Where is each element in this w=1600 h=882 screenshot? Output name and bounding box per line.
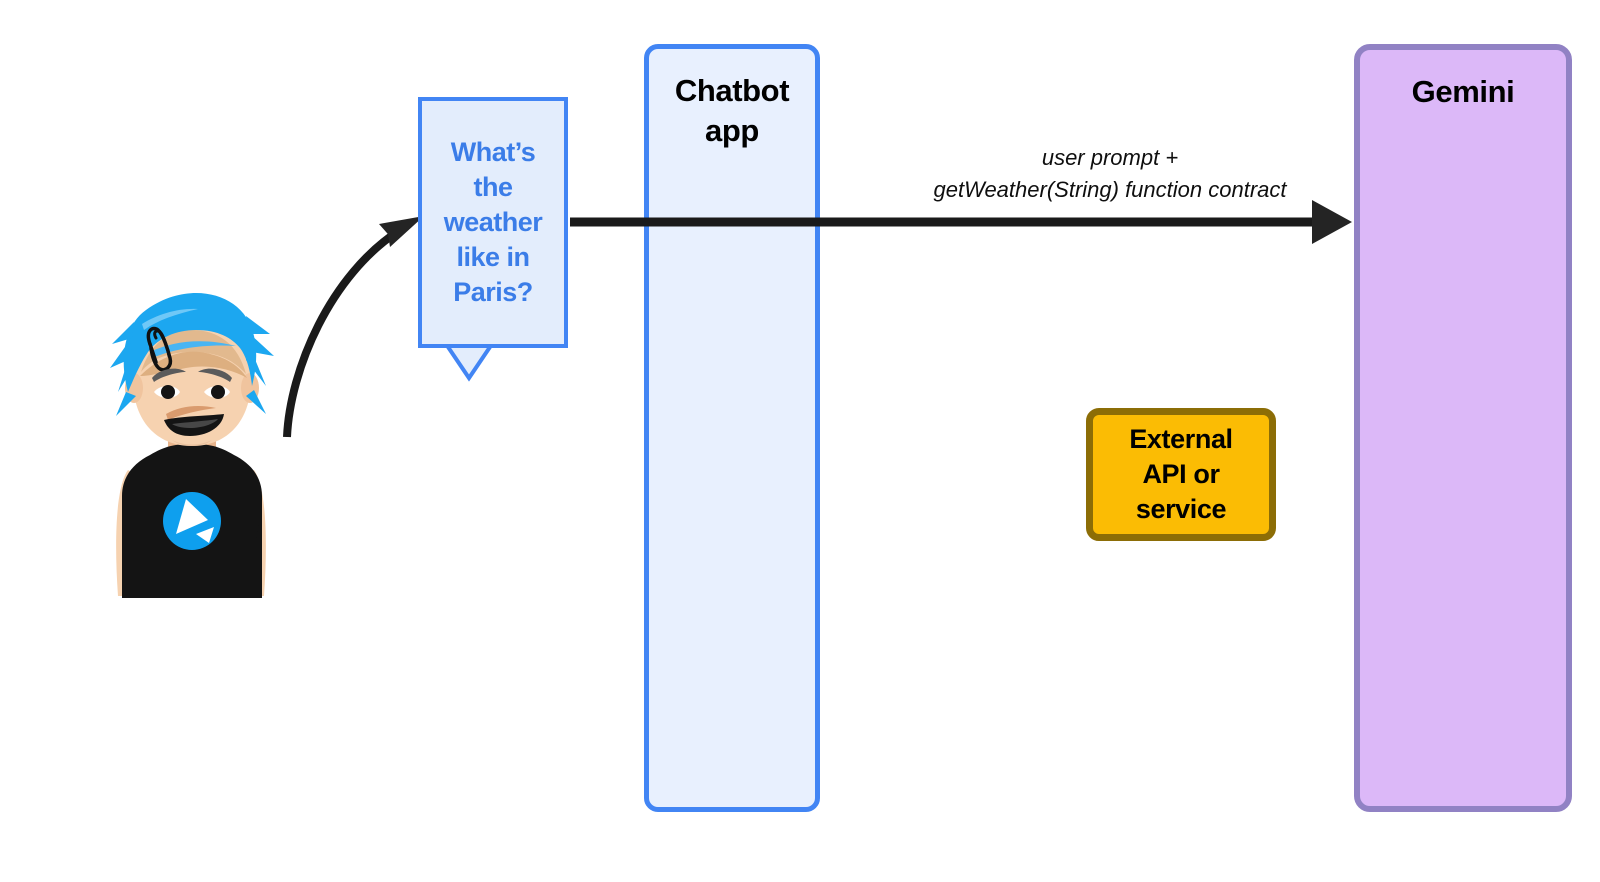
external-api-label-line1: External xyxy=(1129,423,1233,454)
external-api-label: External API or service xyxy=(1093,422,1269,527)
chatbot-app-label-line2: app xyxy=(705,112,759,148)
node-gemini[interactable]: Gemini xyxy=(1354,44,1572,812)
speech-bubble[interactable]: What’s the weather like in Paris? xyxy=(418,97,568,348)
edge-label-line2: getWeather(String) function contract xyxy=(933,176,1287,202)
chatbot-app-label: Chatbot app xyxy=(674,71,790,150)
gemini-label: Gemini xyxy=(1411,74,1515,109)
external-api-label-line3: service xyxy=(1135,494,1227,525)
user-to-bubble-arrow xyxy=(283,216,424,438)
paperclip-icon xyxy=(146,326,173,372)
chatbot-app-label-line1: Chatbot xyxy=(674,73,790,108)
shirt-logo-badge xyxy=(163,492,221,550)
user-avatar xyxy=(110,293,274,598)
edge-label-line1: user prompt + xyxy=(1041,145,1179,170)
node-external-api[interactable]: External API or service xyxy=(1086,408,1276,541)
external-api-label-line2: API or xyxy=(1142,458,1220,489)
chatbot-to-gemini-arrow-label: user prompt + getWeather(String) functio… xyxy=(845,142,1375,206)
node-chatbot-app[interactable]: Chatbot app xyxy=(644,44,820,812)
chatbot-to-gemini-arrow xyxy=(570,200,1352,244)
speech-bubble-text: What’s the weather like in Paris? xyxy=(443,136,543,308)
